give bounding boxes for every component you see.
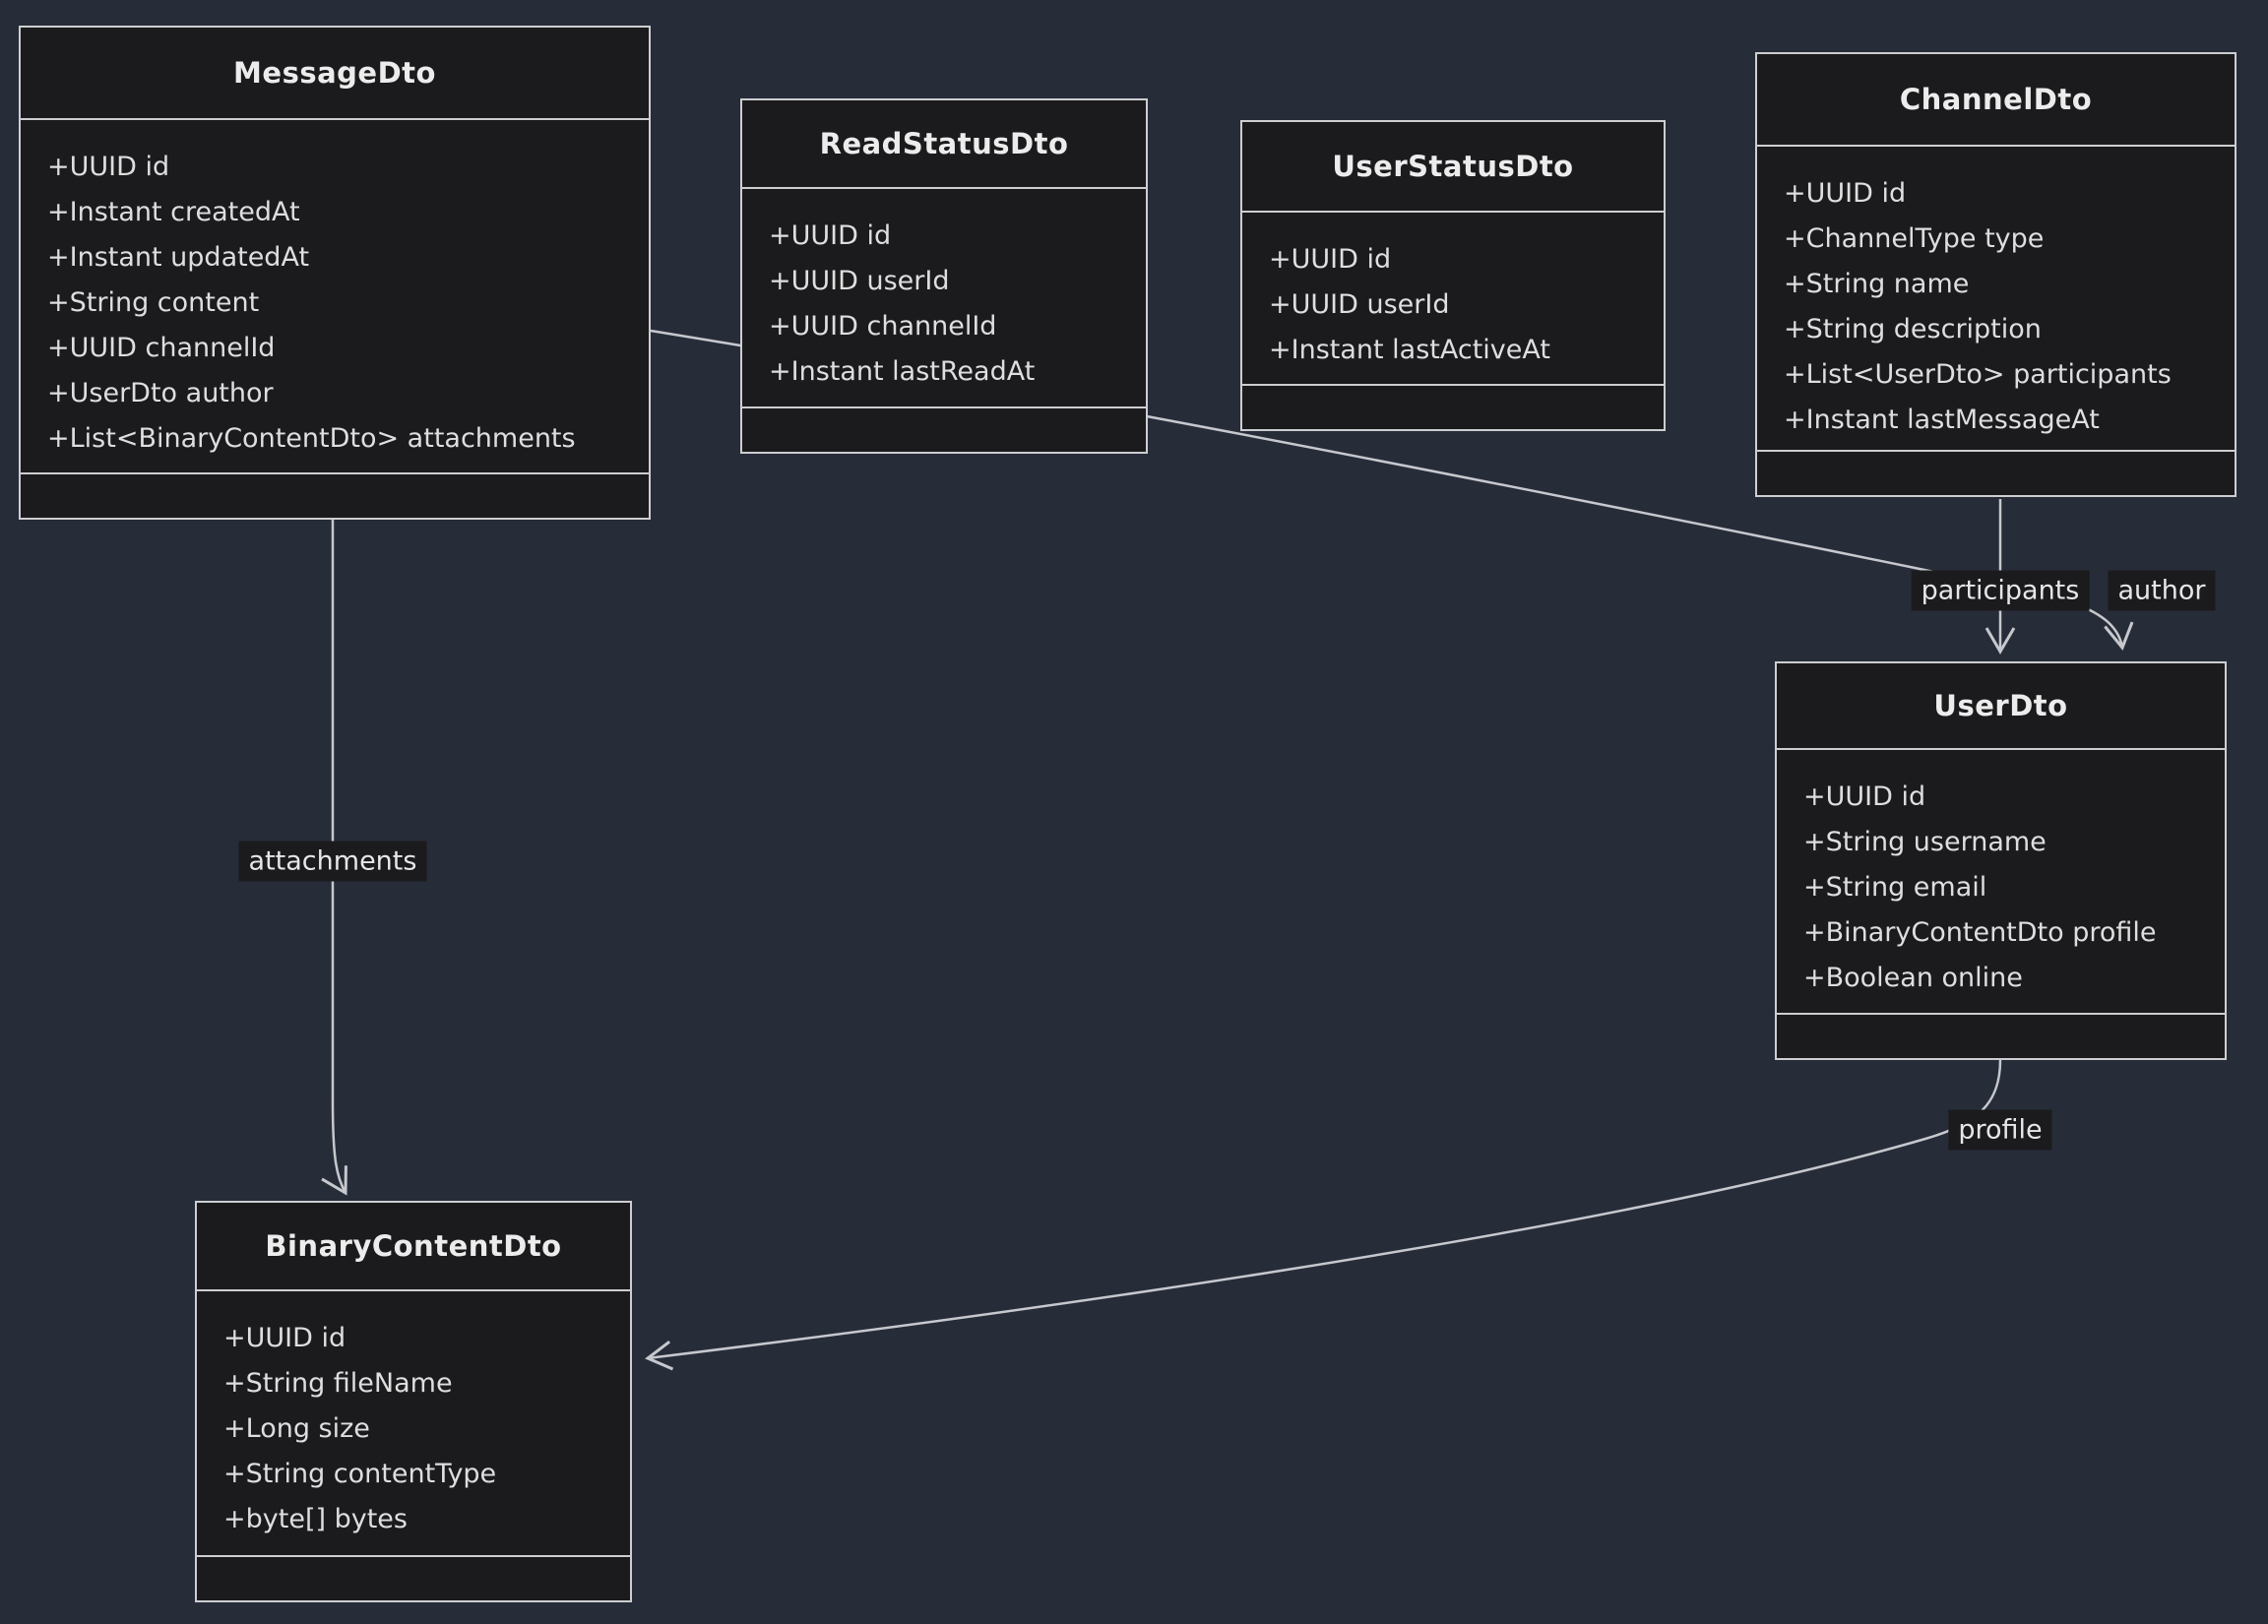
edge-label-participants: participants	[1911, 570, 2090, 611]
class-title: UserDto	[1777, 663, 2225, 750]
attribute-list: +UUID id +Instant createdAt +Instant updat…	[21, 120, 649, 472]
attribute-row: +byte[] bytes	[223, 1503, 408, 1534]
attribute-row: +Instant lastReadAt	[769, 355, 1036, 387]
attribute-row: +String content	[47, 286, 260, 318]
attribute-list: +UUID id +UUID userId +Instant lastActiveA…	[1242, 213, 1664, 384]
attribute-row: +String description	[1784, 313, 2042, 344]
attribute-list: +UUID id +ChannelType type +String name +St…	[1757, 147, 2235, 450]
attribute-row: +List<BinaryContentDto> attachments	[47, 422, 576, 454]
attribute-row: +Instant lastMessageAt	[1784, 404, 2100, 435]
edge-user-to-binary-profile-line	[645, 1059, 2002, 1371]
attribute-row: +List<UserDto> participants	[1784, 358, 2172, 390]
class-title: UserStatusDto	[1242, 122, 1664, 213]
edge-message-to-binary-attachments-line	[321, 520, 347, 1196]
edge-label-author: author	[2108, 570, 2216, 611]
attribute-row: +UUID id	[769, 219, 892, 251]
methods-compartment	[1242, 384, 1664, 429]
attribute-row: +Long size	[223, 1412, 370, 1444]
edge-label-profile: profile	[1948, 1109, 2052, 1151]
attribute-row: +UUID id	[223, 1322, 346, 1353]
attribute-list: +UUID id +String username +String email +Bi…	[1777, 750, 2225, 1013]
attribute-row: +String username	[1803, 826, 2047, 857]
attribute-list: +UUID id +UUID userId +UUID channelId +Inst…	[742, 189, 1146, 406]
attribute-row: +ChannelType type	[1784, 222, 2045, 254]
attribute-list: +UUID id +String fileName +Long size +Strin…	[197, 1291, 630, 1555]
attribute-row: +String contentType	[223, 1458, 497, 1489]
attribute-row: +BinaryContentDto profile	[1803, 916, 2157, 948]
methods-compartment	[742, 406, 1146, 452]
methods-compartment	[1757, 450, 2235, 495]
methods-compartment	[1777, 1013, 2225, 1058]
class-title: BinaryContentDto	[197, 1203, 630, 1291]
class-userdto: UserDto +UUID id +String username +String …	[1775, 661, 2227, 1060]
attribute-row: +Instant createdAt	[47, 196, 300, 227]
class-channeldto: ChannelDto +UUID id +ChannelType type +Str…	[1755, 52, 2236, 497]
attribute-row: +UUID id	[1784, 177, 1907, 209]
attribute-row: +UUID id	[47, 151, 170, 182]
attribute-row: +Boolean online	[1803, 962, 2023, 993]
attribute-row: +Instant lastActiveAt	[1269, 334, 1550, 365]
attribute-row: +UUID id	[1269, 243, 1392, 275]
attribute-row: +String name	[1784, 268, 1970, 299]
edge-label-attachments: attachments	[238, 841, 427, 882]
attribute-row: +UUID id	[1803, 781, 1926, 812]
attribute-row: +String fileName	[223, 1367, 453, 1399]
attribute-row: +UserDto author	[47, 377, 274, 408]
class-readstatusdto: ReadStatusDto +UUID id+UUID userId+UUID …	[740, 98, 1148, 454]
methods-compartment	[197, 1555, 630, 1600]
attribute-row: +UUID channelId	[47, 332, 276, 363]
class-title: ChannelDto	[1757, 54, 2235, 147]
attribute-row: +UUID userId	[769, 265, 950, 296]
class-messagedto: MessageDto +UUID id +Instant createdAt +In…	[19, 26, 651, 520]
attribute-row: +Instant updatedAt	[47, 241, 310, 273]
class-title: ReadStatusDto	[742, 100, 1146, 189]
attribute-row: +String email	[1803, 871, 1987, 903]
class-title: MessageDto	[21, 28, 649, 120]
attribute-row: +UUID channelId	[769, 310, 997, 342]
class-binarycontentdto: BinaryContentDto +UUID id +String fileNam…	[195, 1201, 632, 1602]
class-userstatusdto: UserStatusDto +UUID id +UUID userId +Insta…	[1240, 120, 1666, 431]
attribute-row: +UUID userId	[1269, 288, 1450, 320]
methods-compartment	[21, 472, 649, 518]
